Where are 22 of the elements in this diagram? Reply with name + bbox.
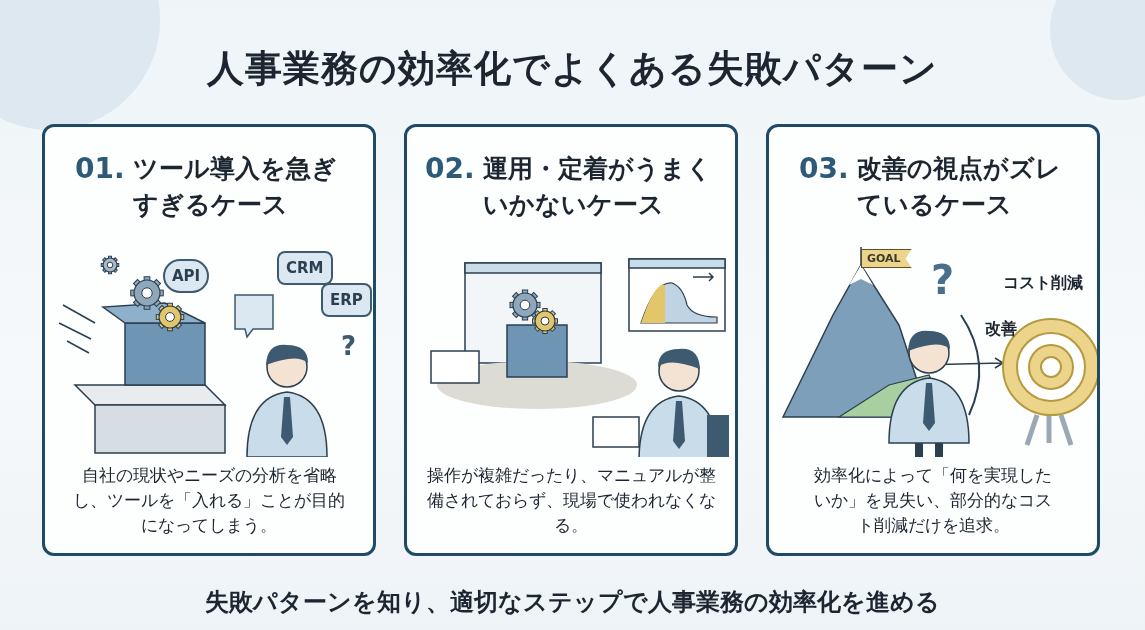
target-label: 改善 [985,319,1017,340]
case-heading: ツール導入を急ぎすぎるケース [132,153,338,221]
case-description: 自社の現状やニーズの分析を省略し、ツールを「入れる」ことが目的になってしまう。 [72,465,346,537]
case-number: 03. [799,151,849,187]
question-mark: ? [931,257,955,303]
target-label: コスト削減 [1003,273,1083,294]
goal-flag: GOAL [861,249,912,268]
case-number: 01. [75,151,125,187]
case-card [766,124,1100,556]
case-heading: 運用・定着がうまくいかないケース [482,153,713,221]
case-heading: 改善の視点がズレているケース [856,153,1062,221]
caption: 失敗パターンを知り、適切なステップで人事業務の効率化を進める [204,587,941,618]
case-card [42,124,376,556]
speech-bubble: ERP [321,283,372,317]
speech-bubble: CRM [277,251,333,285]
cloud-bubble: API [163,259,210,293]
title: 人事業務の効率化でよくある失敗パターン [206,46,939,92]
case-card [404,124,738,556]
case-description: 操作が複雑だったり、マニュアルが整備されておらず、現場で使われなくなる。 [425,465,717,537]
question-mark: ? [341,331,357,361]
case-description: 効率化によって「何を実現したいか」を見失い、部分的なコスト削減だけを追求。 [813,465,1053,537]
case-number: 02. [425,151,475,187]
